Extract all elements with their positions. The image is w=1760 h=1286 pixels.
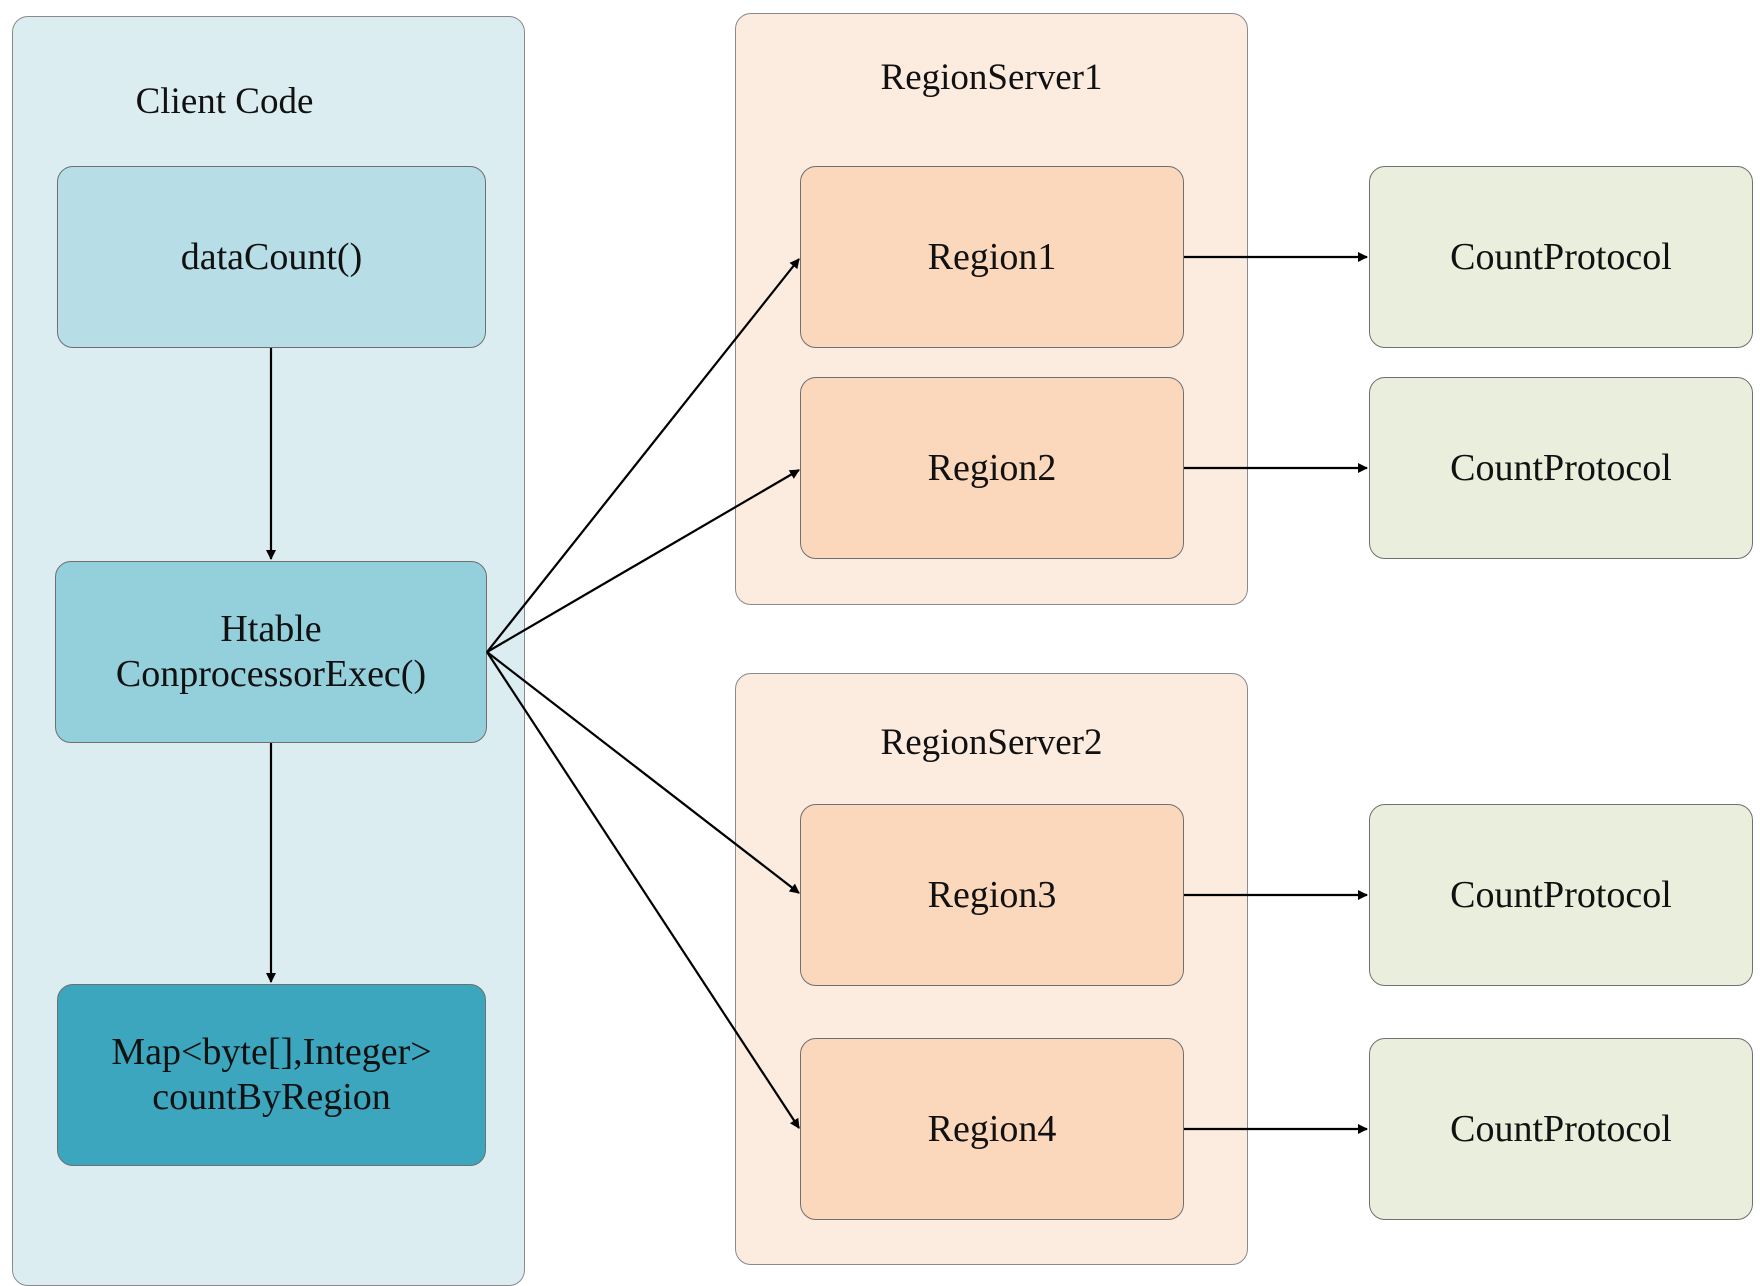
count-protocol-label-4: CountProtocol [1450,1107,1672,1150]
region2-label: Region2 [927,446,1057,489]
count-protocol-node-3: CountProtocol [1369,804,1753,986]
count-protocol-node-1: CountProtocol [1369,166,1753,348]
region4-node: Region4 [800,1038,1184,1220]
map-label-line2: countByRegion [152,1076,391,1118]
data-count-label: dataCount() [180,235,363,278]
htable-label-line2: ConprocessorExec() [115,653,427,695]
data-count-node: dataCount() [57,166,486,348]
count-protocol-node-2: CountProtocol [1369,377,1753,559]
count-protocol-label-1: CountProtocol [1450,235,1672,278]
htable-label-line1: Htable [220,608,322,651]
region3-node: Region3 [800,804,1184,986]
region4-label: Region4 [927,1107,1057,1150]
region2-node: Region2 [800,377,1184,559]
count-by-region-map-node: Map<byte[],Integer> countByRegion [57,984,486,1166]
region-server-1-title: RegionServer1 [880,57,1103,98]
count-protocol-node-4: CountProtocol [1369,1038,1753,1220]
region3-label: Region3 [927,873,1057,916]
count-protocol-label-3: CountProtocol [1450,873,1672,916]
client-code-title: Client Code [135,81,314,122]
region1-node: Region1 [800,166,1184,348]
region-server-2-title: RegionServer2 [880,722,1103,763]
map-label-line1: Map<byte[],Integer> [111,1031,432,1074]
region1-label: Region1 [927,235,1057,278]
htable-coprocessor-exec-node: Htable ConprocessorExec() [55,561,487,743]
count-protocol-label-2: CountProtocol [1450,446,1672,489]
